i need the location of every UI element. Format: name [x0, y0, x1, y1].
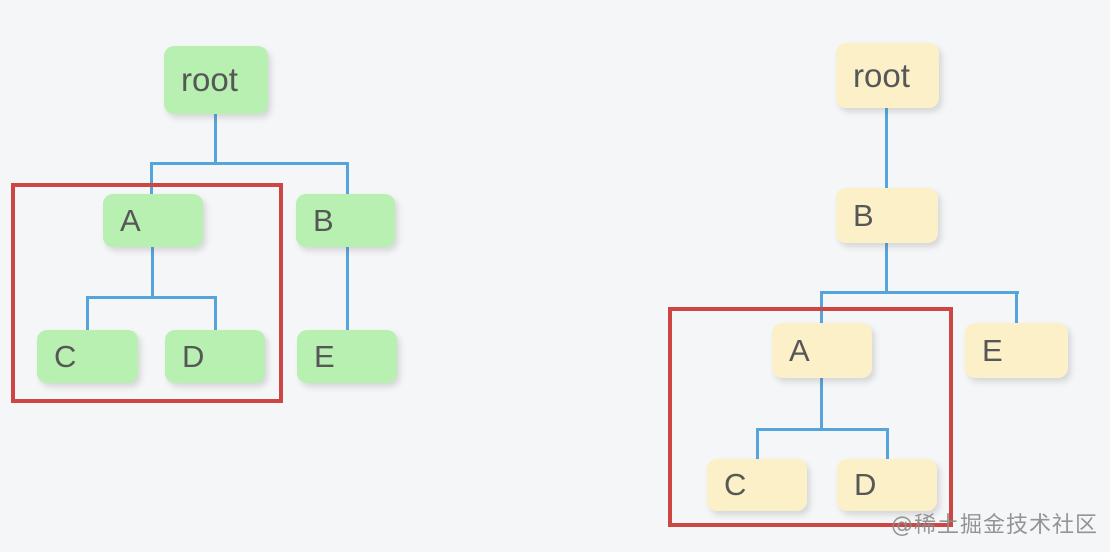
edge-drop-a — [150, 162, 153, 194]
edge-drop-d — [886, 428, 889, 459]
tree-node-root: root — [164, 46, 268, 114]
edge-a-stem — [820, 378, 823, 430]
subtree-highlight-box — [668, 307, 953, 527]
tree-node-a: A — [772, 323, 872, 378]
edge-drop-b — [346, 162, 349, 194]
edge-root-to-b — [885, 108, 888, 188]
edge-a-stem — [151, 247, 154, 298]
edge-a-bus — [86, 296, 217, 299]
edge-drop-c — [86, 296, 89, 330]
edge-a-bus — [756, 428, 889, 431]
tree-node-c: C — [37, 330, 138, 383]
subtree-highlight-box — [11, 183, 283, 403]
tree-node-a: A — [103, 194, 203, 247]
edge-drop-d — [214, 296, 217, 330]
tree-node-e: E — [965, 323, 1068, 378]
tree-node-b: B — [836, 188, 938, 243]
tree-node-d: D — [165, 330, 265, 383]
edge-root-bus — [150, 162, 349, 165]
tree-node-b: B — [296, 194, 395, 247]
edge-root-stem — [214, 114, 217, 164]
edge-b-to-e — [346, 247, 349, 330]
tree-node-root: root — [836, 43, 939, 108]
edge-b-bus — [820, 291, 1019, 294]
tree-node-c: C — [707, 459, 807, 511]
edge-drop-c — [756, 428, 759, 459]
edge-b-stem — [885, 243, 888, 293]
tree-node-d: D — [837, 459, 937, 511]
tree-node-e: E — [297, 330, 397, 383]
watermark-text: @稀土掘金技术社区 — [890, 513, 1098, 538]
edge-drop-e — [1015, 291, 1018, 323]
